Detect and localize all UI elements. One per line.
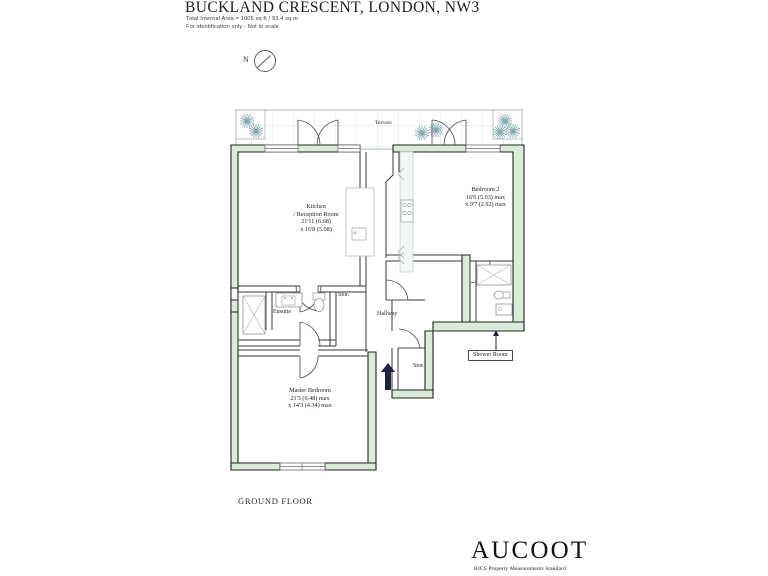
- bedroom2-name: Bedroom 2: [471, 186, 500, 193]
- room-label-bedroom-2: Bedroom 2 16'6 (5.03) max x 9'7 (2.92) m…: [443, 186, 528, 209]
- compass-rose-icon: N: [243, 46, 283, 78]
- master-dim-line1: 21'3 (6.48) max: [290, 394, 330, 402]
- room-label-ensuite: Ensuite: [273, 309, 291, 315]
- kitchen-name-line1: Kitchen: [306, 203, 326, 210]
- room-label-terrace: Terrace: [375, 120, 392, 126]
- room-label-storage-2: Stor.: [413, 363, 425, 369]
- bedroom2-dim-line1: 16'6 (5.03) max: [465, 193, 506, 201]
- entrance-arrow: [381, 363, 395, 390]
- brand-standard-note: RICS Property Measurements Standard: [474, 566, 566, 572]
- master-name: Master Bedroom: [289, 387, 331, 394]
- total-area-note: Total Internal Area = 1005 sq ft / 93.4 …: [186, 16, 298, 22]
- callout-shower-room: Shower Room: [468, 350, 513, 361]
- room-label-master-bedroom: Master Bedroom 21'3 (6.48) max x 14'3 (4…: [255, 387, 365, 410]
- compass-north-label: N: [243, 55, 249, 64]
- kitchen-name-line2: / Reception Room: [293, 210, 339, 218]
- kitchen-dim-line2: x 16'8 (5.08): [300, 225, 332, 233]
- scale-disclaimer: For identification only - Not to scale: [186, 24, 280, 30]
- room-label-storage-1: Stor.: [338, 292, 350, 298]
- master-dim-line2: x 14'3 (4.34) max: [288, 402, 332, 410]
- room-label-kitchen: Kitchen / Reception Room 21'11 (6.68) x …: [271, 203, 361, 233]
- brand-logo: AUCOOT: [471, 537, 589, 564]
- windows: [264, 144, 501, 471]
- room-label-hallway: Hallway: [377, 311, 398, 317]
- shower-room-fixtures: [476, 264, 513, 316]
- page-title: BUCKLAND CRESCENT, LONDON, NW3: [185, 0, 480, 16]
- terrace-area: [235, 109, 523, 150]
- ensuite-fixtures: [242, 292, 326, 335]
- bedroom2-dim-line2: x 9'7 (2.92) max: [465, 201, 506, 209]
- kitchen-fixtures: [345, 151, 414, 273]
- kitchen-dim-line1: 21'11 (6.68): [301, 218, 331, 226]
- shower-room-leader-arrow: [493, 330, 499, 350]
- floor-caption: GROUND FLOOR: [238, 496, 313, 506]
